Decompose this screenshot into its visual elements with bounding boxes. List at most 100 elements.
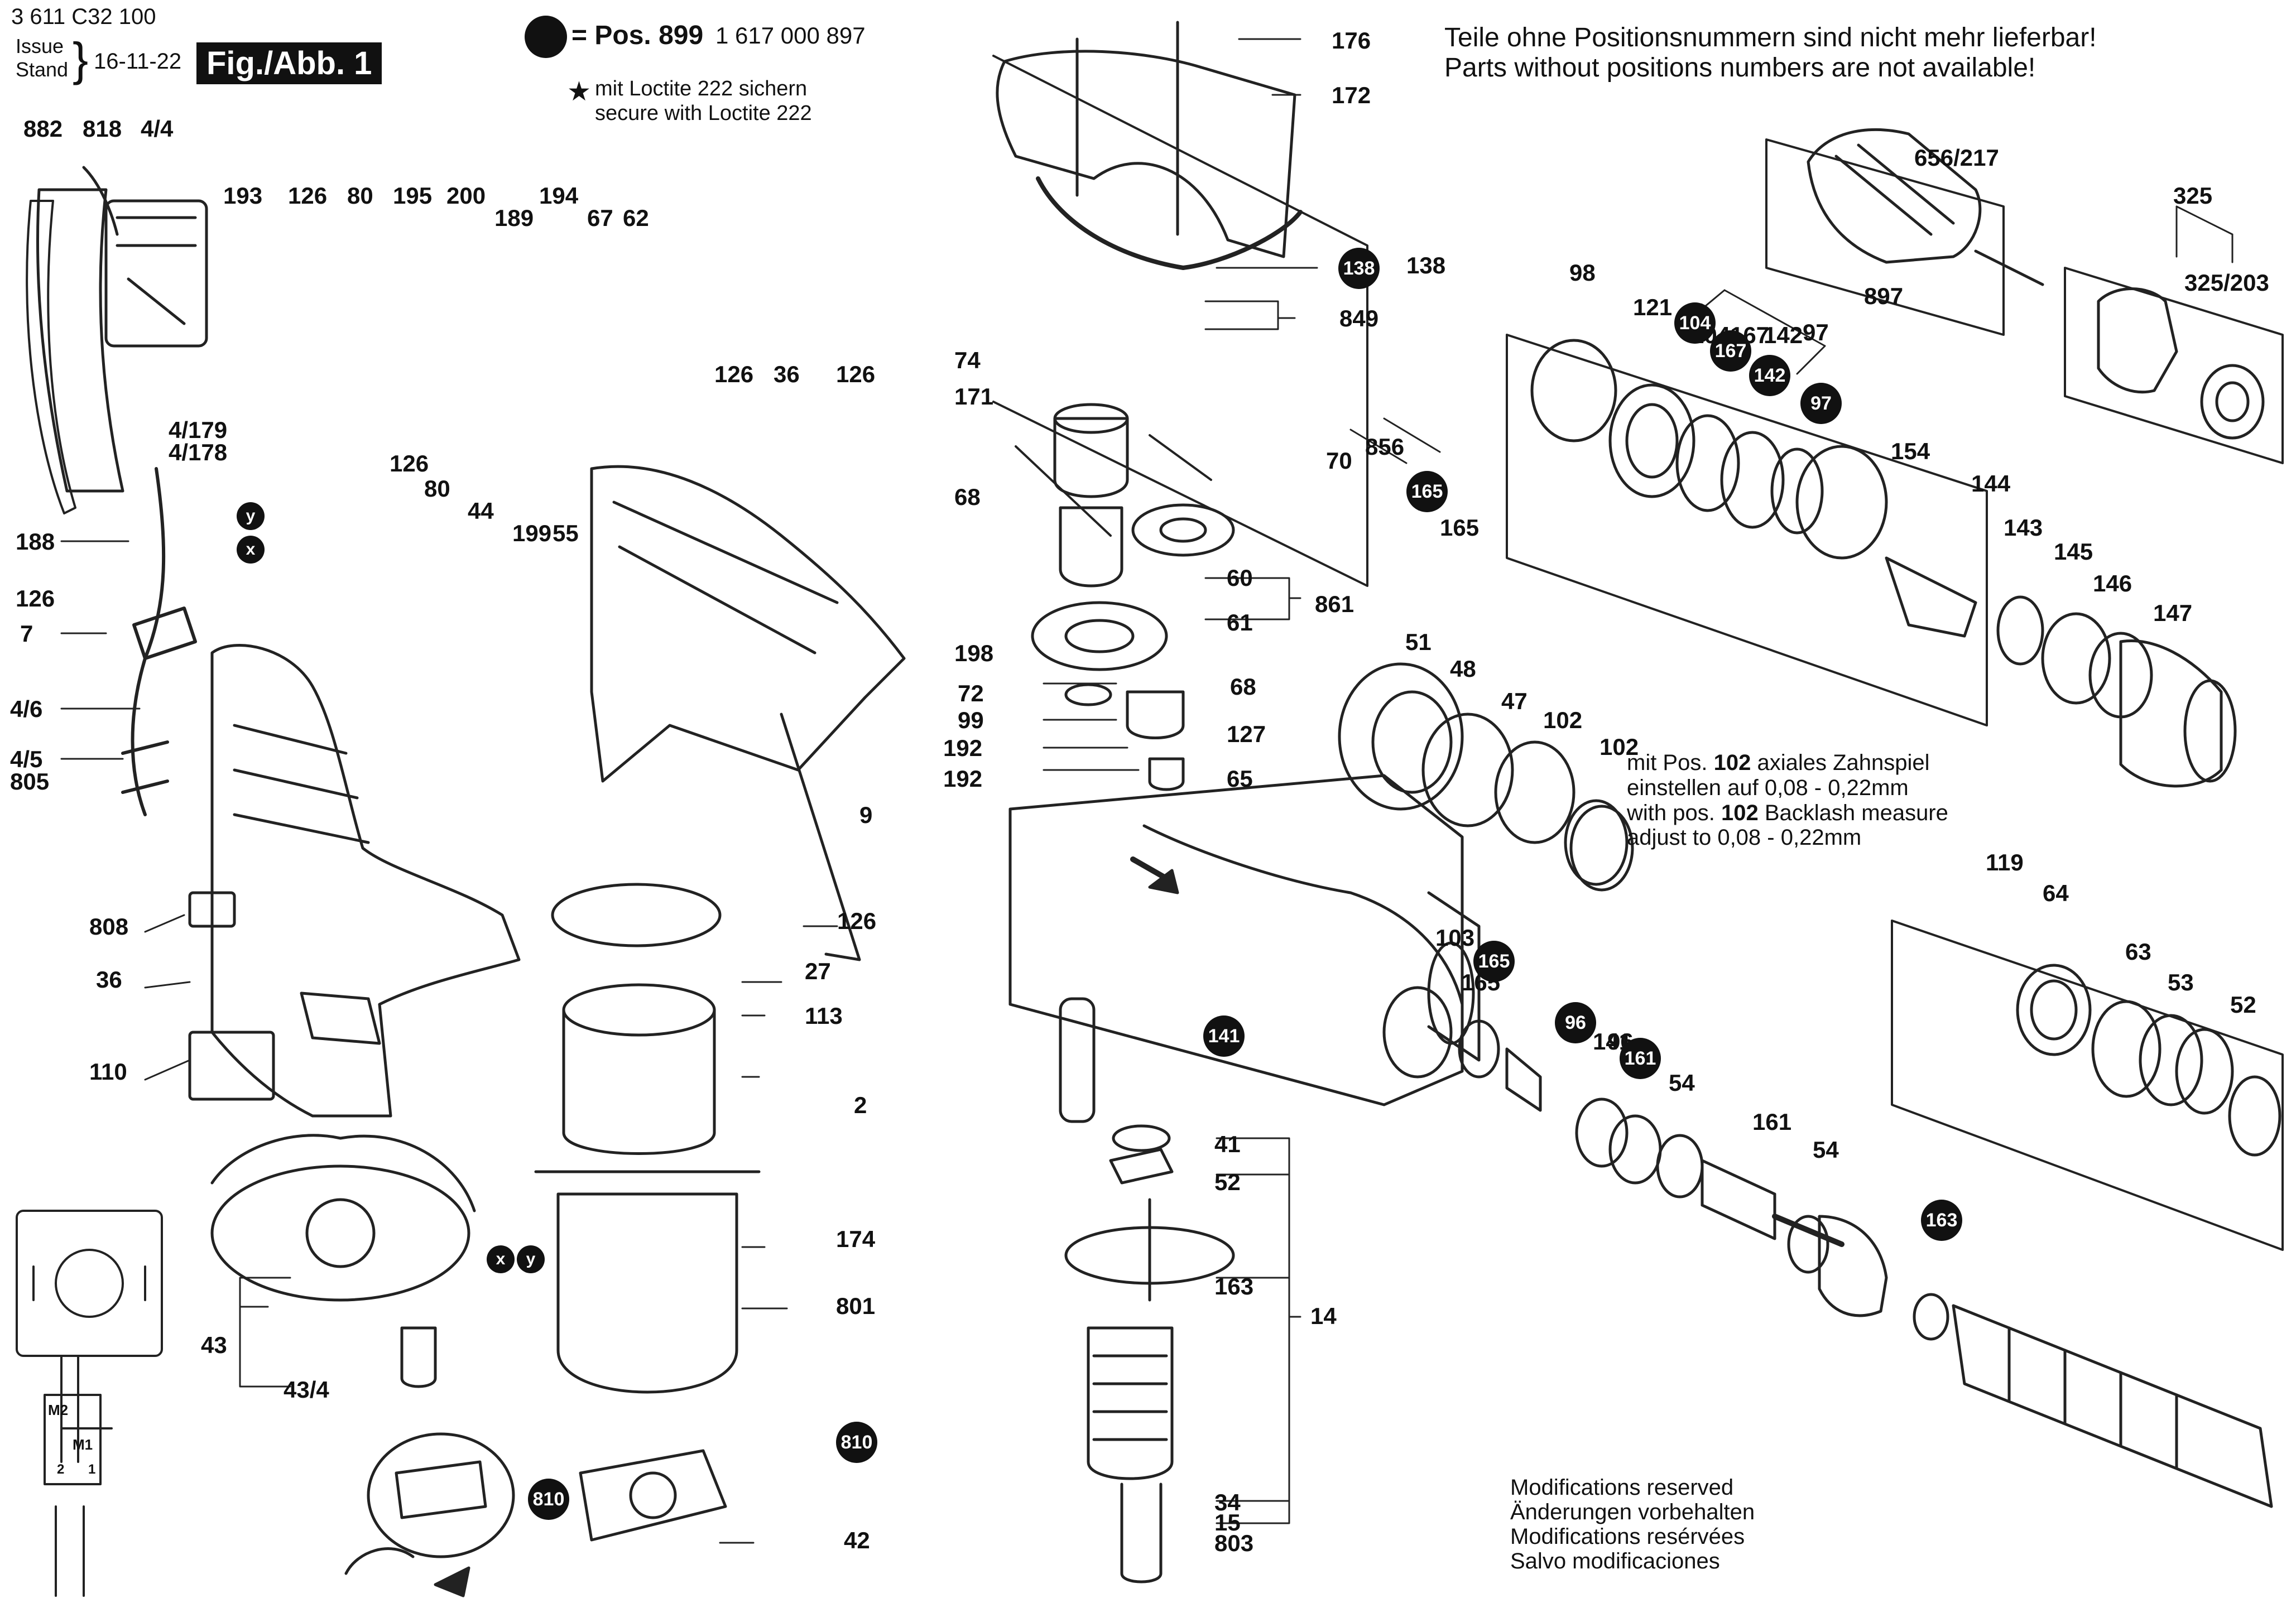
gear-stack xyxy=(1031,403,1235,791)
position-label: 801 xyxy=(836,1293,876,1319)
loctite-star-icon: ★ xyxy=(567,77,592,107)
position-label: 4/6 xyxy=(10,696,43,722)
position-label: 195 xyxy=(393,182,433,209)
backlash-line3-bold: 102 xyxy=(1721,800,1759,825)
position-label: 4/4 xyxy=(141,115,174,142)
position-label: 143 xyxy=(2004,514,2043,541)
chuck-assembly xyxy=(1807,128,2265,440)
position-label: 48 xyxy=(1450,656,1476,682)
wiring-t1: 1 xyxy=(88,1462,96,1477)
position-label: 897 xyxy=(1864,283,1904,309)
handle-shell xyxy=(26,166,208,514)
modifications-es: Salvo modificaciones xyxy=(1510,1549,1720,1573)
position-label: 72 xyxy=(958,680,984,706)
motor-housing xyxy=(188,644,521,1118)
position-label: 74 xyxy=(954,347,981,373)
wiring-m2: M2 xyxy=(48,1402,69,1418)
position-label: 52 xyxy=(1214,1169,1241,1195)
armature xyxy=(1064,1124,1235,1583)
availability-en: Parts without positions numbers are not … xyxy=(1444,53,2036,83)
stand-label: Stand xyxy=(16,58,69,81)
position-label: 147 xyxy=(2153,600,2193,626)
position-badge: y xyxy=(237,502,265,530)
position-badge: 97 xyxy=(1800,383,1842,424)
position-label: 165 xyxy=(1440,514,1480,541)
backlash-line2: einstellen auf 0,08 - 0,22mm xyxy=(1627,775,1909,800)
backlash-line4: adjust to 0,08 - 0,22mm xyxy=(1627,825,1862,850)
backlash-line1-bold: 102 xyxy=(1713,750,1751,775)
position-label: 54 xyxy=(1813,1137,1839,1163)
ring-set xyxy=(1530,339,2237,788)
position-label: 126 xyxy=(16,585,55,612)
position-label: 192 xyxy=(943,735,983,761)
position-badge: 141 xyxy=(1203,1015,1245,1057)
power-cable xyxy=(121,467,197,816)
loctite-en: secure with Loctite 222 xyxy=(595,102,812,125)
position-label: 163 xyxy=(1214,1273,1254,1299)
position-label: 47 xyxy=(1501,688,1528,714)
field-stator xyxy=(534,883,761,1394)
position-label: 189 xyxy=(494,205,534,231)
position-label: 110 xyxy=(89,1058,127,1085)
position-label: 44 xyxy=(468,498,494,524)
position-label: 200 xyxy=(446,182,486,209)
position-badge: 96 xyxy=(1555,1002,1596,1043)
motor-base xyxy=(210,1134,476,1388)
pos-dot-icon xyxy=(525,16,567,58)
backlash-line1-post: axiales Zahnspiel xyxy=(1751,750,1930,775)
position-label: 80 xyxy=(424,475,450,502)
position-label: 53 xyxy=(2168,969,2194,995)
position-label: 68 xyxy=(954,484,981,510)
position-badge: 163 xyxy=(1921,1200,1962,1241)
position-label: 142 xyxy=(1764,322,1803,348)
pos-label: = Pos. 899 xyxy=(571,21,704,50)
position-label: 805 xyxy=(10,768,50,795)
position-label: 70 xyxy=(1326,447,1352,474)
position-label: 67 xyxy=(587,205,613,231)
position-label: 138 xyxy=(1406,252,1446,278)
gear-housing xyxy=(590,465,906,961)
backlash-note: mit Pos. 102 axiales Zahnspiel einstelle… xyxy=(1627,750,1948,850)
position-label: 126 xyxy=(288,182,328,209)
position-label: 193 xyxy=(223,182,263,209)
doc-number: 3 611 C32 100 xyxy=(11,4,156,29)
leader-lines xyxy=(60,38,2233,1544)
position-label: 803 xyxy=(1214,1530,1254,1556)
brush-plate xyxy=(579,1449,727,1542)
figure-title: Fig./Abb. 1 xyxy=(196,42,382,84)
availability-de: Teile ohne Positionsnummern sind nicht m… xyxy=(1444,23,2097,52)
position-label: 61 xyxy=(1227,609,1253,636)
position-label: 54 xyxy=(1669,1070,1695,1096)
position-label: 144 xyxy=(1971,470,2011,497)
position-label: 98 xyxy=(1569,259,1596,286)
position-label: 121 xyxy=(1633,294,1673,320)
position-label: 882 xyxy=(23,115,63,142)
clutch-gear xyxy=(1338,662,1634,892)
position-label: 36 xyxy=(96,966,122,993)
position-label: 60 xyxy=(1227,565,1253,591)
position-badge: x xyxy=(487,1245,515,1273)
loctite-de: mit Loctite 222 sichern xyxy=(595,77,808,100)
wiring-diagram xyxy=(16,1210,163,1597)
position-label: 119 xyxy=(1986,849,2024,875)
position-badge: 167 xyxy=(1710,330,1751,372)
position-badge: 138 xyxy=(1338,248,1380,289)
hammer-tube xyxy=(1008,774,1481,1123)
modifications-note: Modifications reserved Änderungen vorbeh… xyxy=(1510,1475,1755,1573)
position-label: 154 xyxy=(1891,438,1930,464)
position-label: 174 xyxy=(836,1226,876,1252)
position-label: 103 xyxy=(1435,925,1475,951)
position-label: 63 xyxy=(2125,938,2151,965)
position-label: 126 xyxy=(837,908,877,934)
position-badge: 161 xyxy=(1620,1038,1661,1079)
position-label: 42 xyxy=(844,1527,870,1553)
position-label: 145 xyxy=(2054,538,2093,565)
position-label: 161 xyxy=(1752,1109,1792,1135)
position-label: 4/178 xyxy=(169,439,228,465)
position-label: 126 xyxy=(714,361,754,387)
position-label: 188 xyxy=(16,528,55,555)
top-cover xyxy=(996,21,1303,270)
spring-rings xyxy=(2016,964,2281,1157)
position-label: 127 xyxy=(1227,721,1266,747)
